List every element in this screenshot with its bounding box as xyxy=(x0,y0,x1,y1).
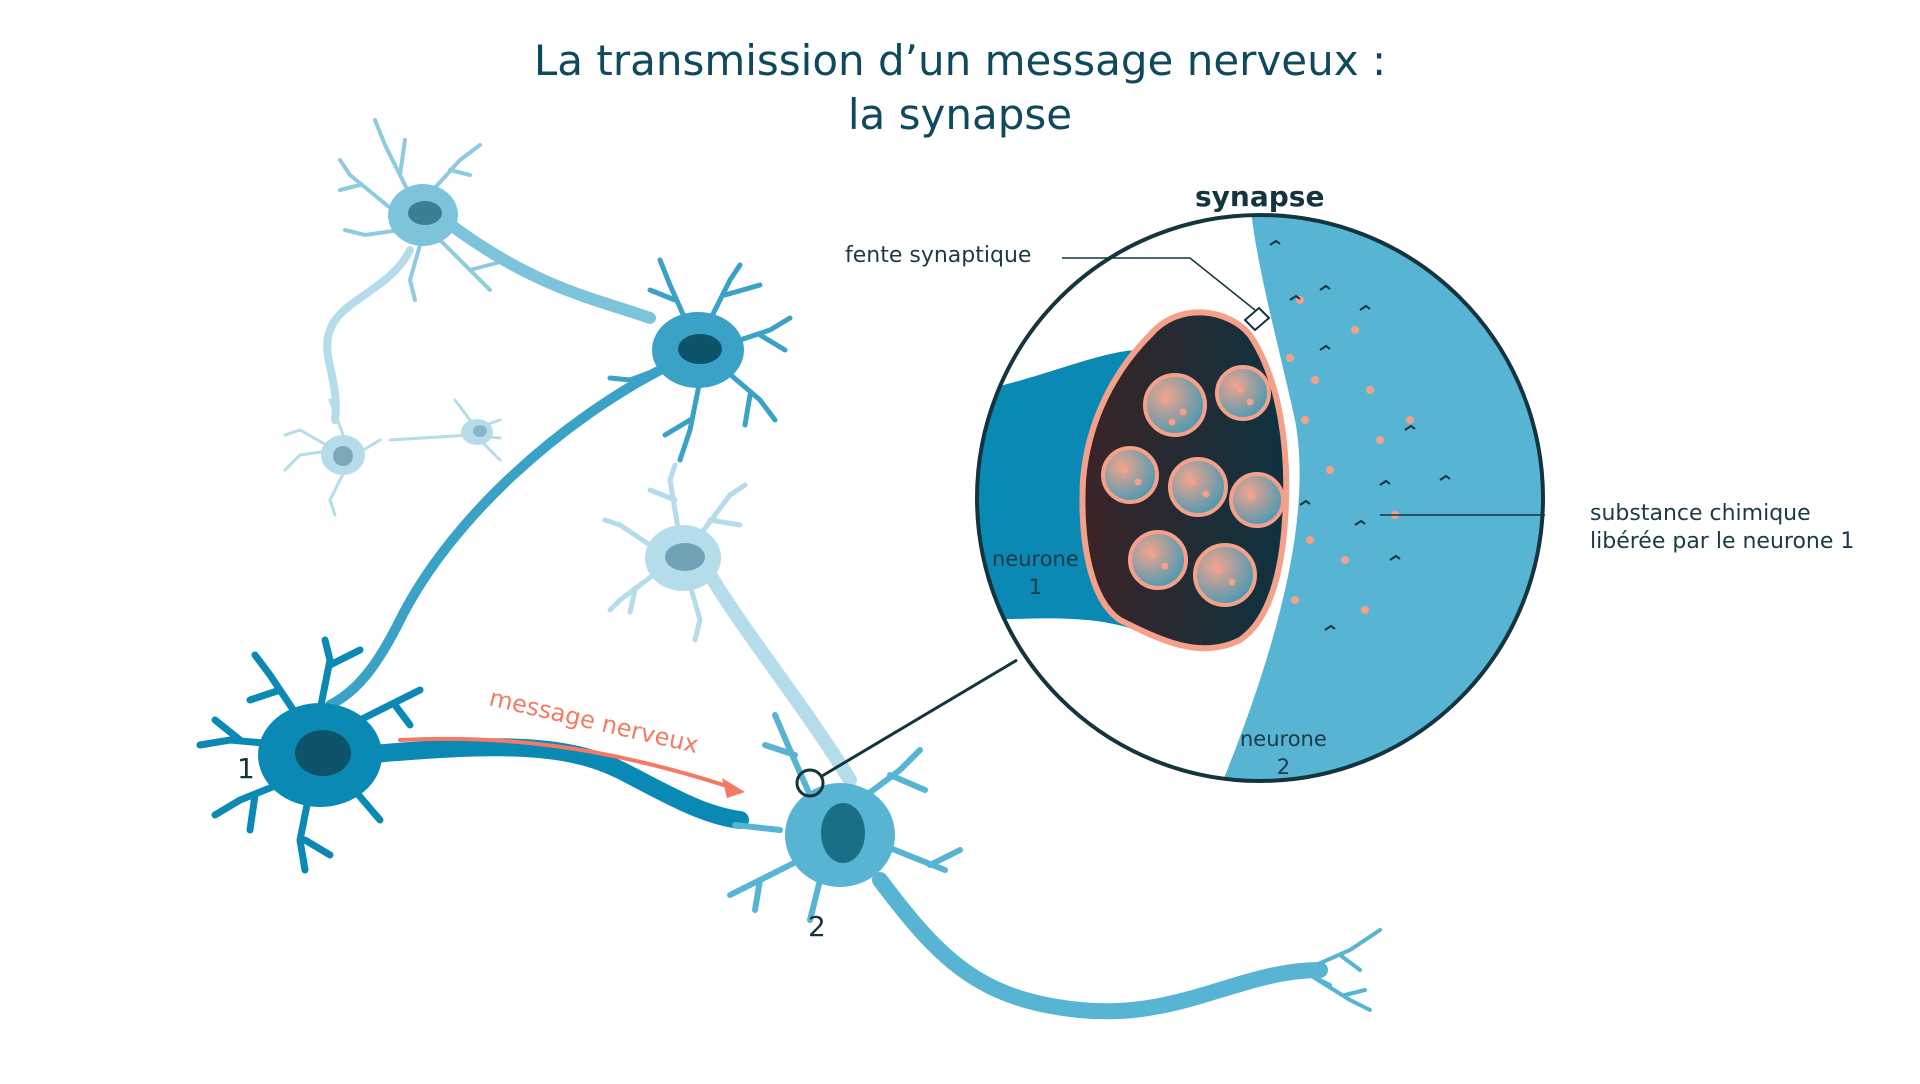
neuron-1-number: 1 xyxy=(237,752,255,785)
neurone-2-label: neurone 2 xyxy=(1240,725,1327,781)
zoom-connector-line xyxy=(821,658,1018,778)
title-line-2: la synapse xyxy=(847,90,1073,139)
substance-label-line-2: libérée par le neurone 1 xyxy=(1590,529,1855,554)
substance-label: substance chimique libérée par le neuron… xyxy=(1590,500,1854,556)
background-neuron-top xyxy=(323,118,656,424)
fente-bracket xyxy=(1243,306,1271,332)
neurone-1-number: 1 xyxy=(1028,575,1043,599)
synapse-locator-ring xyxy=(795,768,825,798)
neuron-2-number: 2 xyxy=(808,910,826,943)
neurone-2-number: 2 xyxy=(1276,755,1291,779)
neuron-2-zoom-body xyxy=(1215,215,1543,781)
substance-label-line-1: substance chimique xyxy=(1590,501,1811,526)
vesicle-dots xyxy=(1121,386,1256,586)
background-neuron-middle xyxy=(602,462,857,787)
title-line-1: La transmission d’un message nerveux : xyxy=(533,36,1387,85)
synaptic-vesicles xyxy=(1101,365,1285,607)
neurone-2-word: neurone xyxy=(1240,727,1327,751)
synapse-label: synapse xyxy=(1195,180,1325,213)
neurone-1-word: neurone xyxy=(992,547,1079,571)
zoom-circle-border xyxy=(975,213,1545,783)
neurone-1-label: neurone 1 xyxy=(992,545,1079,601)
neuron-1 xyxy=(196,636,749,874)
fente-leader-line xyxy=(1062,257,1256,311)
neuron-top-right xyxy=(325,257,793,710)
neuron-2 xyxy=(727,712,1382,1020)
synapse-zoom xyxy=(975,213,1545,783)
receptors xyxy=(1269,239,1451,631)
background-neuron-left xyxy=(283,398,502,517)
page-title: La transmission d’un message nerveux : l… xyxy=(0,34,1920,142)
fente-label: fente synaptique xyxy=(845,243,1032,268)
message-arrow xyxy=(398,736,745,798)
